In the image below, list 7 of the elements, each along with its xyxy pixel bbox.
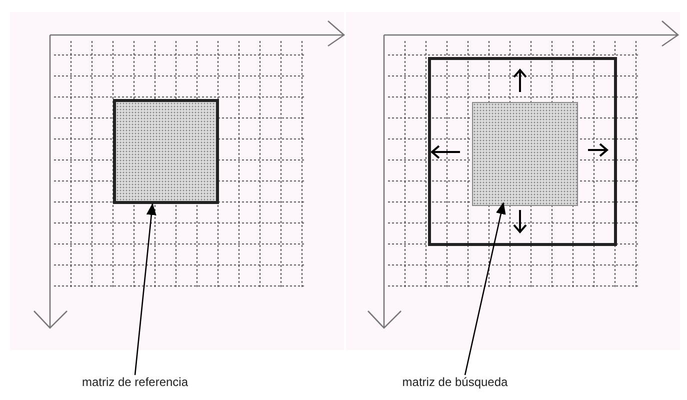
caption-text: matriz de búsqueda	[395, 375, 515, 391]
leader-line	[134, 203, 156, 376]
search-window	[428, 57, 617, 246]
search-block	[472, 102, 578, 206]
caption-text: matriz de referencia	[75, 375, 195, 391]
reference-block	[113, 99, 219, 204]
leader-line	[464, 202, 506, 376]
